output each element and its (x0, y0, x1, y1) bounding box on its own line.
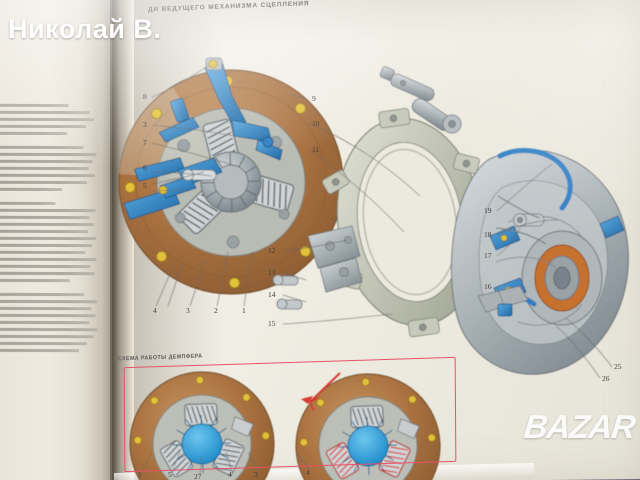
text-line (0, 201, 56, 206)
callout-13: 13 (267, 267, 276, 278)
text-line (0, 250, 86, 255)
text-line (0, 320, 90, 325)
callout-6: 6 (142, 162, 147, 173)
callout-9: 9 (311, 93, 316, 104)
text-line (0, 215, 90, 220)
callout-18: 18 (483, 229, 492, 240)
inset-callout-3: 3 (253, 469, 258, 480)
callout-b4: 4 (152, 305, 157, 316)
text-line (0, 152, 97, 157)
callout-7: 7 (142, 137, 147, 148)
callout-b3: 3 (185, 305, 190, 316)
callout-11: 11 (311, 144, 320, 155)
inset-frame (123, 356, 457, 473)
text-line (0, 222, 94, 227)
text-line (0, 306, 91, 311)
text-line (0, 145, 85, 150)
text-line (0, 159, 93, 164)
site-watermark: BAZAR (521, 408, 636, 445)
text-line (0, 299, 98, 304)
text-line (0, 292, 85, 297)
text-line (0, 236, 96, 241)
text-line (0, 264, 91, 269)
text-line (0, 117, 94, 122)
text-line (0, 348, 80, 353)
text-line (0, 257, 97, 262)
inset-callout-5: 5 (167, 469, 172, 480)
text-line (0, 243, 92, 248)
seller-watermark: Николай В. (8, 14, 162, 44)
callout-17: 17 (483, 250, 492, 261)
callout-14: 14 (267, 289, 276, 300)
callout-10: 10 (311, 118, 320, 129)
text-line (0, 173, 95, 178)
left-page-body-text (0, 103, 102, 356)
callout-25: 25 (613, 361, 622, 372)
text-line (0, 341, 88, 346)
text-line (0, 229, 88, 234)
callout-3: 3 (142, 119, 147, 130)
callout-8: 8 (142, 91, 147, 102)
text-line (0, 278, 70, 283)
text-line (0, 124, 86, 129)
text-line (0, 180, 87, 185)
text-line (0, 131, 68, 136)
callout-26: 26 (601, 373, 610, 384)
inset-callout-4: 4 (227, 469, 232, 480)
text-line (0, 327, 98, 332)
text-line (0, 166, 89, 171)
inset-callout-27: 27 (193, 471, 202, 480)
inset-callout-4b: 4 (305, 467, 310, 478)
text-line (0, 110, 90, 115)
text-line (0, 313, 96, 318)
callout-19: 19 (483, 205, 492, 216)
callout-5: 5 (142, 180, 147, 191)
gutter-shadow (110, 0, 120, 480)
callout-16: 16 (483, 281, 492, 292)
text-line (0, 271, 95, 276)
callout-b1: 1 (241, 305, 246, 316)
text-line (0, 187, 62, 192)
text-line (0, 334, 94, 339)
callout-12: 12 (267, 245, 276, 256)
text-line (0, 208, 96, 213)
callout-b2: 2 (213, 305, 218, 316)
text-line (0, 103, 69, 108)
callout-15: 15 (267, 318, 276, 329)
